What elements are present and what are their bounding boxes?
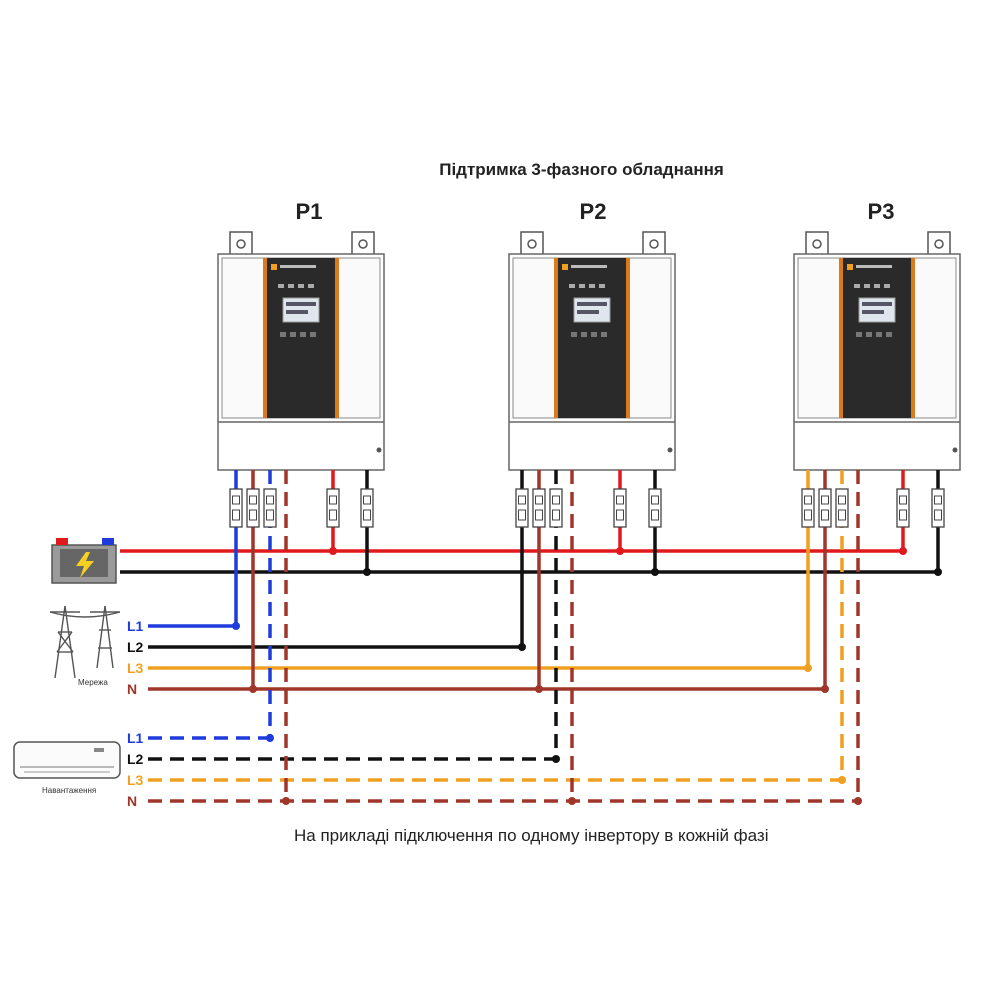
grid-n-label: N bbox=[127, 681, 138, 697]
junction-nodes bbox=[232, 547, 942, 805]
air-conditioner-icon bbox=[13, 741, 121, 779]
inverter-p1-label: P1 bbox=[295, 199, 323, 224]
inverter-p3 bbox=[793, 231, 961, 471]
p3-breaker-dc-negative bbox=[931, 488, 945, 528]
p2-grid-neutral-node bbox=[535, 685, 543, 693]
p1-dc-positive-node bbox=[329, 547, 337, 555]
p3-grid-neutral-node bbox=[821, 685, 829, 693]
p1-breaker-dc-negative bbox=[360, 488, 374, 528]
diagram-title: Підтримка 3-фазного обладнання bbox=[439, 160, 724, 179]
grid-l3-label: L3 bbox=[127, 660, 144, 676]
load-l1-label: L1 bbox=[127, 730, 144, 746]
battery-icon bbox=[51, 538, 117, 584]
load-caption: Навантаження bbox=[42, 786, 97, 795]
p3-breaker-load-phase bbox=[835, 488, 849, 528]
grid-caption: Мережа bbox=[78, 678, 108, 687]
power-tower-icon bbox=[49, 605, 121, 679]
p1-breaker-grid-neutral bbox=[246, 488, 260, 528]
p1-grid-neutral-node bbox=[249, 685, 257, 693]
grid-l2-label: L2 bbox=[127, 639, 144, 655]
p3-breaker-grid-neutral bbox=[818, 488, 832, 528]
p1-grid-phase-node bbox=[232, 622, 240, 630]
p3-grid-phase-node bbox=[804, 664, 812, 672]
diagram-caption: На прикладі підключення по одному інверт… bbox=[294, 826, 769, 845]
p1-load-neutral-node bbox=[282, 797, 290, 805]
p1-breaker-load-phase bbox=[263, 488, 277, 528]
p2-breaker-load-phase bbox=[549, 488, 563, 528]
inverter-p2-label: P2 bbox=[579, 199, 607, 224]
p3-breaker-dc-positive bbox=[896, 488, 910, 528]
p2-grid-phase-node bbox=[518, 643, 526, 651]
inverter-p1 bbox=[217, 231, 385, 471]
p2-load-phase-node bbox=[552, 755, 560, 763]
p1-dc-negative-node bbox=[363, 568, 371, 576]
p3-breaker-grid-phase bbox=[801, 488, 815, 528]
p1-load-phase-node bbox=[266, 734, 274, 742]
inverter-p3-label: P3 bbox=[867, 199, 895, 224]
p3-dc-positive-node bbox=[899, 547, 907, 555]
p3-dc-negative-node bbox=[934, 568, 942, 576]
p1-breaker-grid-phase bbox=[229, 488, 243, 528]
breakers bbox=[229, 488, 945, 528]
p2-load-neutral-node bbox=[568, 797, 576, 805]
load-l3-label: L3 bbox=[127, 772, 144, 788]
load-l2-label: L2 bbox=[127, 751, 144, 767]
p3-load-phase-node bbox=[838, 776, 846, 784]
p1-breaker-dc-positive bbox=[326, 488, 340, 528]
p2-breaker-grid-phase bbox=[515, 488, 529, 528]
inverter-p2 bbox=[508, 231, 676, 471]
p2-dc-negative-node bbox=[651, 568, 659, 576]
p2-breaker-grid-neutral bbox=[532, 488, 546, 528]
p2-breaker-dc-negative bbox=[648, 488, 662, 528]
p3-load-neutral-node bbox=[854, 797, 862, 805]
wires bbox=[120, 470, 940, 803]
grid-l1-label: L1 bbox=[127, 618, 144, 634]
p2-breaker-dc-positive bbox=[613, 488, 627, 528]
p2-dc-positive-node bbox=[616, 547, 624, 555]
load-n-label: N bbox=[127, 793, 138, 809]
